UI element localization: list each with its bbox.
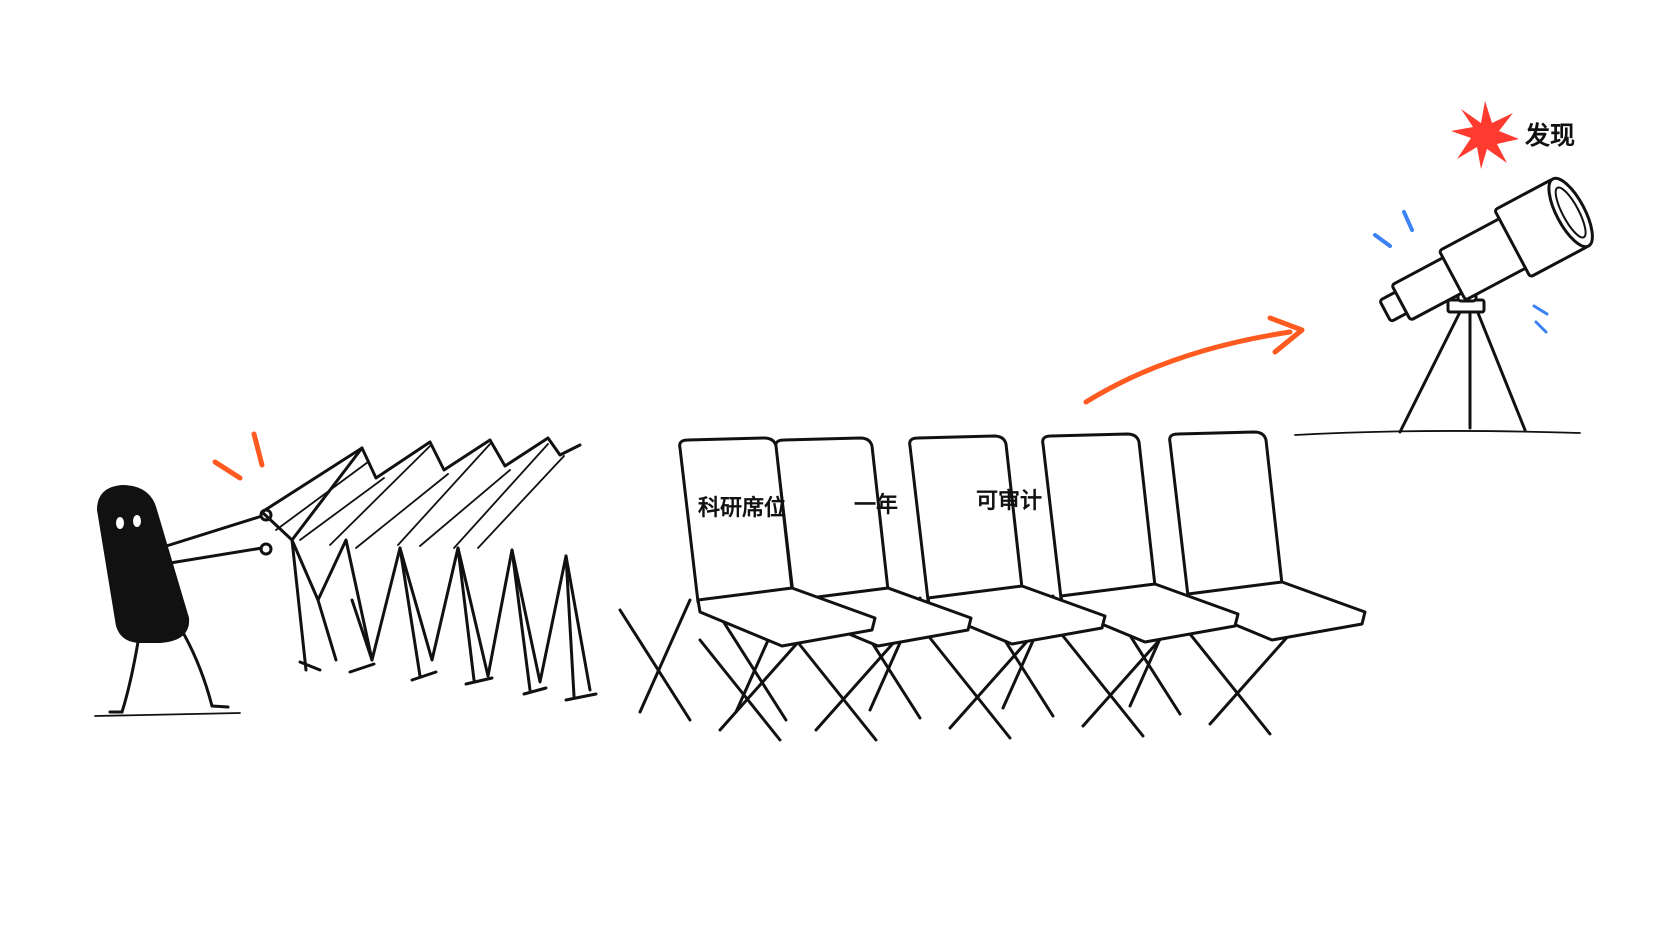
arrow-icon	[1083, 315, 1305, 405]
starburst-icon	[1451, 101, 1519, 169]
ground-line-left	[94, 712, 241, 717]
chair-research-seat	[714, 436, 973, 742]
chair-back-blank-front	[618, 436, 877, 742]
chair-label-one-year: 一年	[854, 492, 898, 518]
chair-label-auditable: 可审计	[976, 488, 1042, 514]
figure-character-icon	[96, 431, 273, 714]
folded-chairs-accordion	[260, 436, 598, 702]
chair-blank-end	[1108, 430, 1367, 736]
chair-label-research-seat: 科研席位	[698, 495, 786, 521]
telescope-icon	[1373, 176, 1594, 434]
discovery-label: 发现	[1524, 121, 1575, 150]
chair-row	[618, 430, 1367, 742]
ground-line-right	[1294, 430, 1581, 436]
chair-one-year	[848, 434, 1107, 740]
